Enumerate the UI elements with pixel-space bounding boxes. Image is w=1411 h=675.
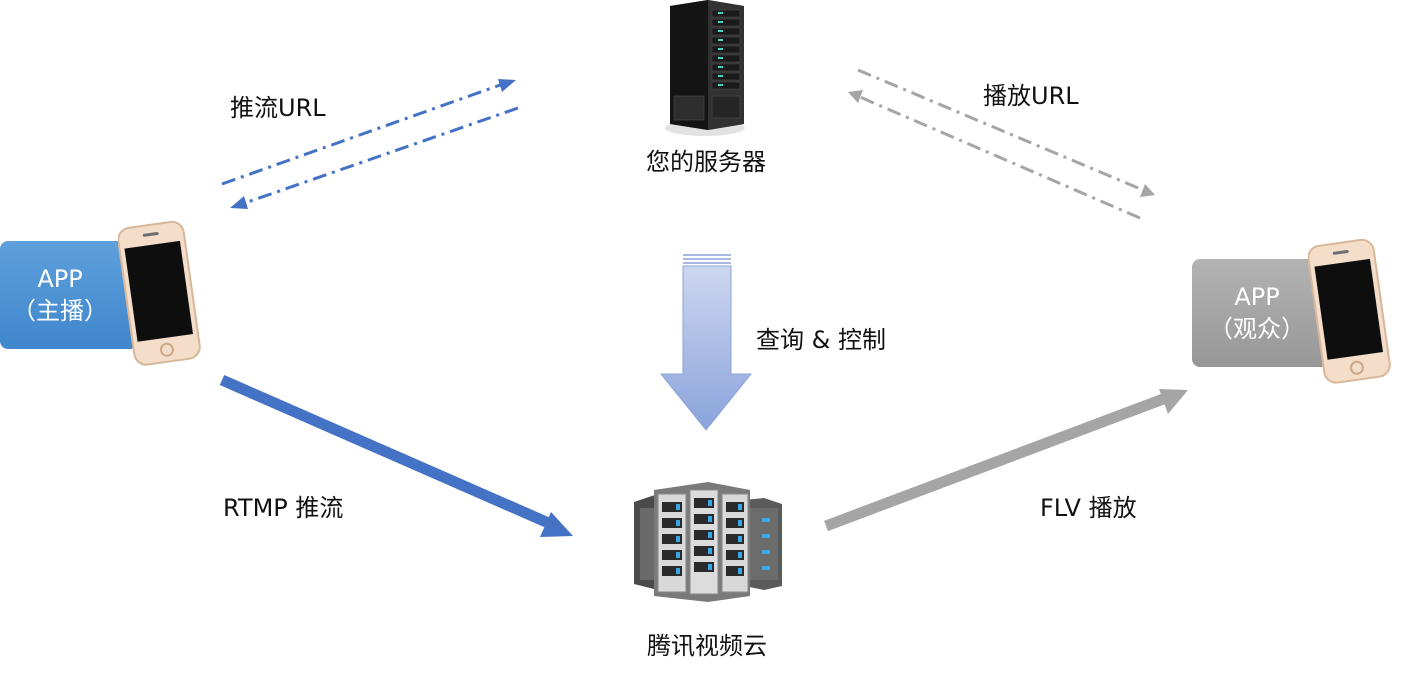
smartphone-icon xyxy=(1308,238,1391,384)
app-host-title: APP xyxy=(37,264,83,293)
smartphone-icon xyxy=(118,220,201,366)
app-host-box: APP （主播） xyxy=(0,241,138,349)
server-tower-icon xyxy=(665,0,745,136)
rtmp-push-arrow xyxy=(219,374,573,537)
play-url-arrow-to-server xyxy=(848,90,1141,220)
app-viewer-role: （观众） xyxy=(1209,315,1305,343)
play-url-arrow-to-viewer xyxy=(857,68,1155,197)
query-control-arrow xyxy=(659,254,753,431)
push-url-label: 推流URL xyxy=(230,94,326,122)
rtmp-push-label: RTMP 推流 xyxy=(223,494,344,522)
tencent-cloud-label: 腾讯视频云 xyxy=(647,632,767,660)
app-viewer-title: APP xyxy=(1234,282,1280,311)
app-host-role: （主播） xyxy=(12,297,108,325)
play-url-label: 播放URL xyxy=(983,82,1079,110)
query-control-label: 查询 & 控制 xyxy=(756,326,886,354)
push-url-arrow-to-server xyxy=(221,79,516,186)
push-url-arrow-to-host xyxy=(230,106,519,209)
app-viewer-box: APP （观众） xyxy=(1192,259,1332,367)
server-rack-icon xyxy=(634,482,782,602)
your-server-label: 您的服务器 xyxy=(646,148,766,176)
flv-play-label: FLV 播放 xyxy=(1040,494,1137,522)
flv-play-arrow xyxy=(824,389,1188,532)
